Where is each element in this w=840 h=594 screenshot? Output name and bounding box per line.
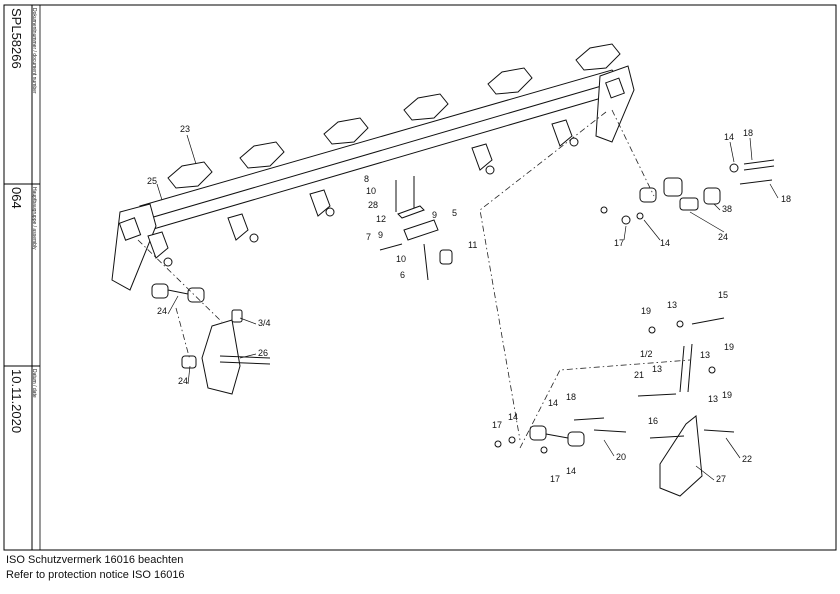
callout: 14 [660,238,670,248]
callout: 13 [652,364,662,374]
callout: 13 [700,350,710,360]
callout: 24 [157,306,167,316]
callout: 16 [648,416,658,426]
callout: 14 [566,466,576,476]
callout: 18 [566,392,576,402]
left-end-plate [111,203,157,291]
protection-notice-de: ISO Schutzvermerk 16016 beachten [6,554,184,566]
lower-right-bracket [637,317,735,497]
callout: 13 [667,300,677,310]
leader-lines [156,134,779,481]
callout: 23 [180,124,190,134]
callout: 24 [178,376,188,386]
callout: 14 [508,412,518,422]
left-linkage [151,283,271,395]
callout: 19 [641,306,651,316]
callout: 8 [364,174,369,184]
callout: 24 [718,232,728,242]
callout: 15 [718,290,728,300]
callout: 38 [722,204,732,214]
callout: 17 [614,238,624,248]
protection-notice-en: Refer to protection notice ISO 16016 [6,569,185,581]
callout: 1/2 [640,349,653,359]
callout: 14 [724,132,734,142]
callout: 13 [708,394,718,404]
date-label: Datum / date [31,369,37,398]
callout: 19 [722,390,732,400]
assembly-label: Hauptbaugruppe / assembly [31,187,37,250]
callout: 17 [550,474,560,484]
callout: 9 [432,210,437,220]
doc-number-label: Dokumentnummer / document number [31,8,37,94]
alignment-lines [137,109,691,449]
right-end-plate [595,65,635,143]
drawing-frame [3,4,837,551]
callout: 20 [616,452,626,462]
callout: 26 [258,348,268,358]
callout: 9 [378,230,383,240]
callout: 5 [452,208,457,218]
callout: 3/4 [258,318,271,328]
callout: 12 [376,214,386,224]
assembly-number: 064 [9,187,24,209]
lower-middle-linkage [494,417,627,454]
callout: 7 [366,232,371,242]
callout: 25 [147,176,157,186]
callout: 11 [468,240,477,250]
callout: 21 [634,370,644,380]
callout: 10 [396,254,406,264]
date-value: 10.11.2020 [9,369,24,433]
center-tine-assembly [379,176,453,281]
tine-holders-top [167,43,621,189]
callout: 14 [548,398,558,408]
upper-right-linkage [600,159,775,225]
callout: 19 [724,342,734,352]
callout: 27 [716,474,726,484]
doc-number: SPL58266 [9,8,24,69]
callout: 10 [366,186,376,196]
callout: 18 [743,128,753,138]
callout: 17 [492,420,502,430]
callout: 22 [742,454,752,464]
callout: 18 [781,194,791,204]
callout: 28 [368,200,378,210]
callout: 6 [400,270,405,280]
part-callouts: 23 25 24 24 3/4 26 8 10 28 12 9 7 9 10 6… [147,124,791,484]
tine-holders-bottom [147,119,579,267]
main-beam [139,69,623,231]
